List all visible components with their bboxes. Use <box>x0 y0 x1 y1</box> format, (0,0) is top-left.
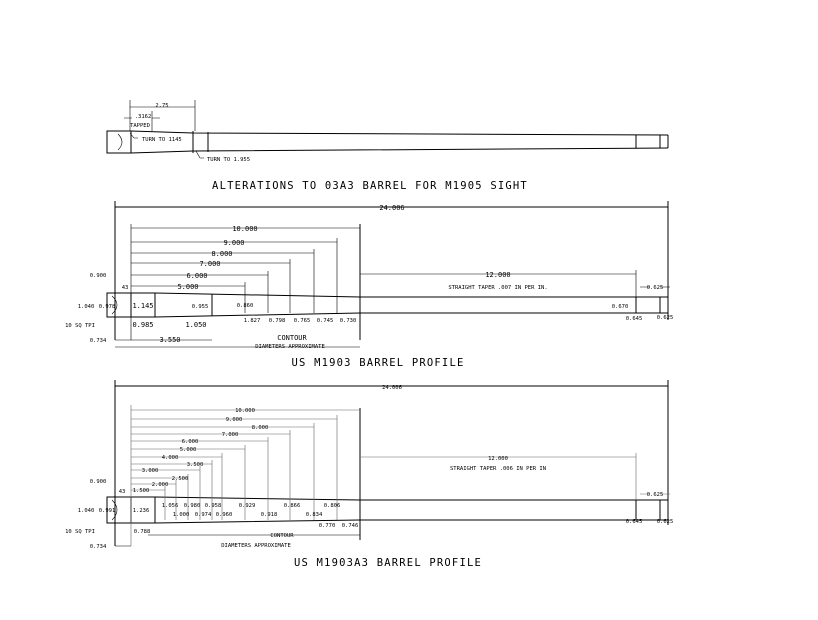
m1903-station-9: 9.000 <box>223 239 244 247</box>
dim-tapped: .3162 <box>135 114 152 120</box>
alterations-title: ALTERATIONS TO 03A3 BARREL FOR M1905 SIG… <box>212 180 528 192</box>
m1903-len-0734: 0.734 <box>90 338 107 344</box>
m1903a3-dia-0991: 0.991 <box>99 508 116 514</box>
m1903-station-5: 5.000 <box>177 283 198 291</box>
m1903a3-barrel <box>106 380 670 547</box>
m1903a3-dia-0770: 0.770 <box>319 523 336 529</box>
m1903-contour: CONTOUR <box>277 334 307 342</box>
m1903a3-len-0734: 0.734 <box>90 544 107 550</box>
m1903-station-10: 10.000 <box>232 225 257 233</box>
m1903a3-angle: 43 <box>119 489 126 495</box>
m1903a3-station: 3.000 <box>142 468 159 474</box>
m1903-dia-1145: 1.145 <box>132 302 153 310</box>
m1903a3-dia: 0.958 <box>205 503 222 509</box>
m1903a3-title: US M1903A3 BARREL PROFILE <box>294 557 482 569</box>
m1903-thread: 10 SQ TPI <box>65 323 95 329</box>
m1903a3-len-0788: 0.788 <box>134 529 151 535</box>
turn-note-1: TURN TO 1145 <box>142 137 182 143</box>
m1903-station-7: 7.000 <box>199 260 220 268</box>
m1903a3-dia: 0.834 <box>306 512 323 518</box>
m1903a3-dia-0746: 0.746 <box>342 523 359 529</box>
m1903-dia-0625: 0.625 <box>657 315 674 321</box>
m1903a3-contour-note: DIAMETERS APPROXIMATE <box>221 543 291 549</box>
m1903a3-station: 10.000 <box>235 408 255 414</box>
m1903-len-3550: 3.550 <box>159 336 180 344</box>
m1903-station-8: 8.000 <box>211 250 232 258</box>
m1903-dia-0978: 0.978 <box>99 304 116 310</box>
m1903a3-dia: 0.806 <box>324 503 341 509</box>
m1903a3-station: 8.000 <box>252 425 269 431</box>
m1903-title: US M1903 BARREL PROFILE <box>292 357 465 369</box>
m1903a3-dia-1040: 1.040 <box>78 508 95 514</box>
m1903a3-station: 5.000 <box>180 447 197 453</box>
m1903-dia: 0.730 <box>340 318 357 324</box>
m1903a3-dia: 0.929 <box>239 503 256 509</box>
m1903-dia: 0.798 <box>269 318 286 324</box>
m1903-dim-0900: 0.900 <box>90 273 107 279</box>
m1903-dia-0670: 0.670 <box>612 304 629 310</box>
m1903-barrel <box>106 201 670 348</box>
m1903a3-dia: 1.056 <box>162 503 179 509</box>
m1903-dia-1040: 1.040 <box>78 304 95 310</box>
m1903-dia-0955: 0.955 <box>192 304 209 310</box>
m1903-dia: 1.827 <box>244 318 261 324</box>
m1903a3-thread: 10 SQ TPI <box>65 529 95 535</box>
m1903-dia: 0.745 <box>317 318 334 324</box>
m1903a3-dia: 0.960 <box>216 512 233 518</box>
m1903a3-contour: CONTOUR <box>270 533 294 539</box>
m1903-contour-note: DIAMETERS APPROXIMATE <box>255 344 325 350</box>
m1903a3-taper-length: 12.000 <box>488 456 508 462</box>
m1903-dia-0860: 0.860 <box>237 303 254 309</box>
m1903a3-taper-note: STRAIGHT TAPER .006 IN PER IN <box>450 466 546 472</box>
tapped-note: TAPPED <box>130 123 150 129</box>
dim-2-75: 2.75 <box>155 103 168 109</box>
m1903a3-station: 2.000 <box>152 482 169 488</box>
m1903a3-station: 6.000 <box>182 439 199 445</box>
alterations-barrel <box>106 100 669 159</box>
m1903a3-dia-1236: 1.236 <box>133 508 150 514</box>
m1903a3-station: 7.000 <box>222 432 239 438</box>
m1903-len-1050: 1.050 <box>185 321 206 329</box>
m1903a3-station: 1.500 <box>133 488 150 494</box>
m1903a3-station: 4.000 <box>162 455 179 461</box>
m1903-len-0985: 0.985 <box>132 321 153 329</box>
m1903a3-dia-0625: 0.625 <box>657 519 674 525</box>
m1903-dia-0645: 0.645 <box>626 316 643 322</box>
m1903a3-dia: 0.918 <box>261 512 278 518</box>
m1903-overall-length: 24.006 <box>379 204 404 212</box>
m1903a3-len-0625: 0.625 <box>647 492 664 498</box>
m1903a3-dia: 0.866 <box>284 503 301 509</box>
m1903a3-station: 3.500 <box>187 462 204 468</box>
m1903-len-0625: 0.625 <box>647 285 664 291</box>
m1903-taper-note: STRAIGHT TAPER .007 IN PER IN. <box>448 285 547 291</box>
m1903-station-6: 6.000 <box>186 272 207 280</box>
m1903-angle: 43 <box>122 285 129 291</box>
turn-note-2: TURN TO 1.955 <box>207 157 250 163</box>
m1903a3-overall-length: 24.006 <box>382 385 402 391</box>
m1903a3-dia-0645: 0.645 <box>626 519 643 525</box>
m1903a3-dia: 1.000 <box>173 512 190 518</box>
m1903a3-dim-0900: 0.900 <box>90 479 107 485</box>
m1903a3-dia: 0.974 <box>195 512 212 518</box>
m1903a3-station: 9.000 <box>226 417 243 423</box>
m1903-taper-length: 12.000 <box>485 271 510 279</box>
m1903a3-dia: 0.980 <box>184 503 201 509</box>
m1903a3-station: 2.500 <box>172 476 189 482</box>
m1903-dia: 0.765 <box>294 318 311 324</box>
